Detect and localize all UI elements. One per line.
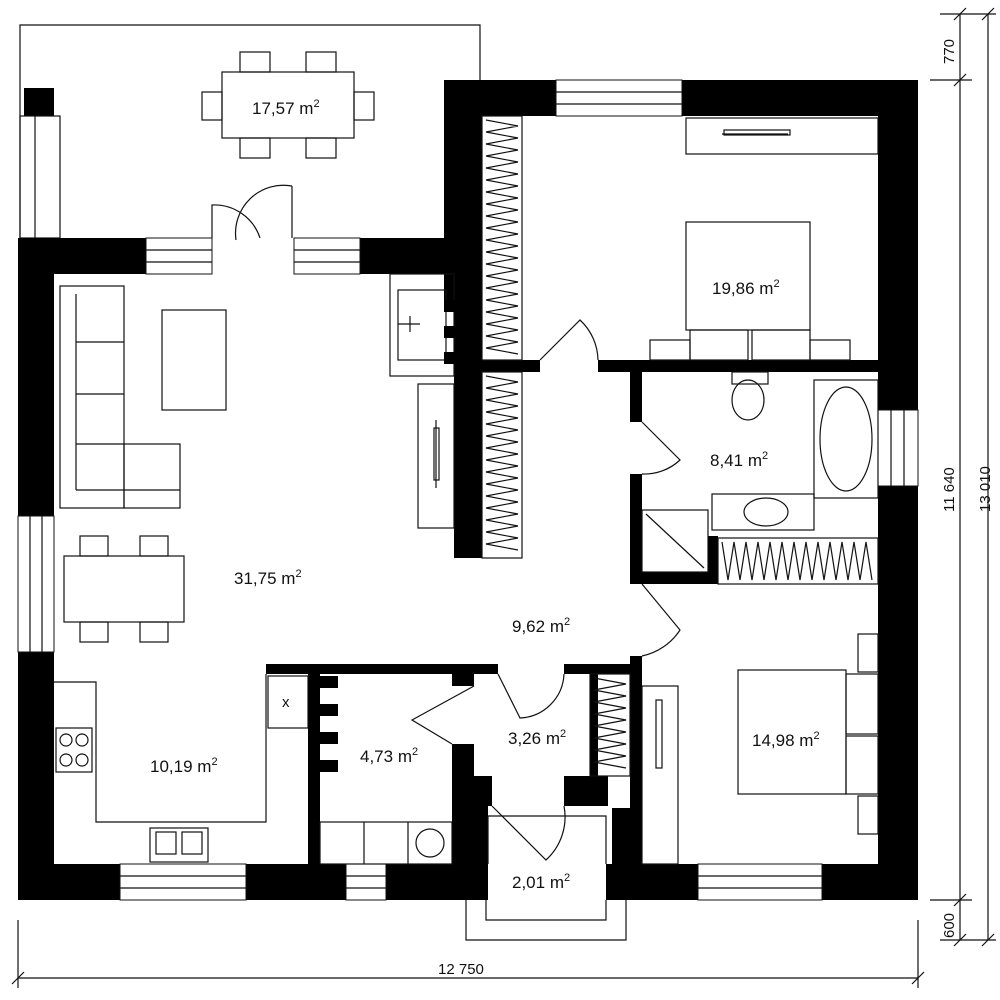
coffee-table xyxy=(161,309,227,411)
bathroom-fixtures xyxy=(641,371,879,585)
doors xyxy=(211,184,681,941)
dimension-lines: 12 750 11 640 770 600 13 010 xyxy=(11,7,996,988)
washing-machine-icon xyxy=(415,828,445,858)
bedroom-2-furniture xyxy=(641,633,879,865)
tv-stand xyxy=(417,383,455,529)
area-label-bedroom-2: 14,98 m2 xyxy=(752,730,820,750)
dimension-bottom-offset: 600 xyxy=(941,913,958,938)
area-label-laundry: 4,73 m2 xyxy=(360,746,418,766)
bathroom-wardrobe xyxy=(717,537,879,585)
terrace-dining-table xyxy=(201,51,375,159)
fireplace xyxy=(389,273,474,377)
sink-icon xyxy=(149,827,209,863)
area-label-terrace: 17,57 m2 xyxy=(252,98,320,118)
corner-sofa xyxy=(59,285,181,509)
wardrobe-hall xyxy=(481,115,523,559)
area-label-bathroom: 8,41 m2 xyxy=(710,450,768,470)
toilet-icon xyxy=(731,371,769,421)
cooktop-icon xyxy=(55,727,93,773)
area-label-entrance: 2,01 m2 xyxy=(512,872,570,892)
area-label-vestibule: 3,26 m2 xyxy=(508,728,566,748)
area-label-kitchen: 10,19 m2 xyxy=(150,756,218,776)
dining-table xyxy=(63,535,185,643)
kitchen-counter: x xyxy=(54,674,309,863)
laundry-fixtures xyxy=(319,676,453,865)
dimension-total-width: 12 750 xyxy=(438,961,484,978)
shower-icon xyxy=(641,509,709,573)
vestibule-closet xyxy=(589,673,631,777)
dimension-top-offset: 770 xyxy=(941,39,958,64)
windows xyxy=(17,79,919,901)
room-labels: 17,57 m2 31,75 m2 10,19 m2 19,86 m2 8,41… xyxy=(150,98,820,892)
furniture: x xyxy=(54,115,879,865)
area-label-bedroom-1: 19,86 m2 xyxy=(712,278,780,298)
walls xyxy=(18,80,918,900)
dimension-total-height: 13 010 xyxy=(977,466,994,512)
bathroom-wardrobe-hatching xyxy=(721,541,873,581)
terrace xyxy=(19,24,481,239)
area-label-hall: 9,62 m2 xyxy=(512,616,570,636)
vestibule-closet-hatching xyxy=(593,677,627,769)
dimension-house-height: 11 640 xyxy=(941,467,958,512)
svg-text:x: x xyxy=(282,694,290,711)
area-label-living: 31,75 m2 xyxy=(234,568,302,588)
washbasin-icon xyxy=(711,493,815,531)
bathtub-icon xyxy=(813,379,879,499)
bedroom-1-furniture xyxy=(649,117,879,361)
